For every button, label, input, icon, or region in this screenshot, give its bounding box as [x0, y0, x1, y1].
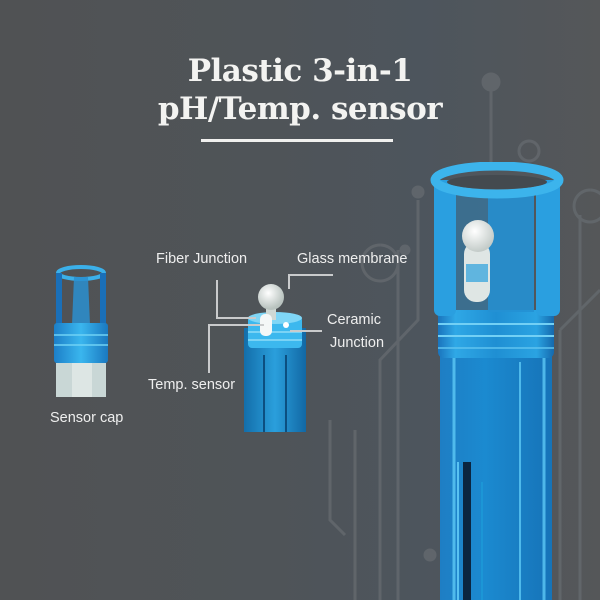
probe-tip-image [244, 284, 306, 432]
fiber-junction-label: Fiber Junction [156, 251, 248, 267]
title-line-1: Plastic 3-in-1 [187, 53, 413, 89]
title-underline [201, 139, 393, 142]
ceramic-junction-label-line1: Ceramic [327, 312, 381, 328]
temp-sensor-leader-v [208, 325, 210, 373]
fiber-junction-leader-h [216, 317, 256, 319]
ceramic-junction-label-line2: Junction [330, 335, 385, 351]
large-probe-image [430, 162, 564, 600]
ceramic-junction-leader [290, 330, 322, 332]
sensor-cap-image [54, 265, 108, 397]
sensor-cap-label: Sensor cap [50, 410, 124, 426]
title-line-2: pH/Temp. sensor [157, 91, 443, 127]
temp-sensor-leader-h [208, 324, 264, 326]
fiber-junction-leader-v [216, 280, 218, 318]
glass-membrane-leader-h [288, 274, 333, 276]
temp-sensor-label: Temp. sensor [148, 377, 236, 393]
glass-membrane-leader-v [288, 275, 290, 289]
glass-membrane-label: Glass membrane [297, 251, 408, 267]
